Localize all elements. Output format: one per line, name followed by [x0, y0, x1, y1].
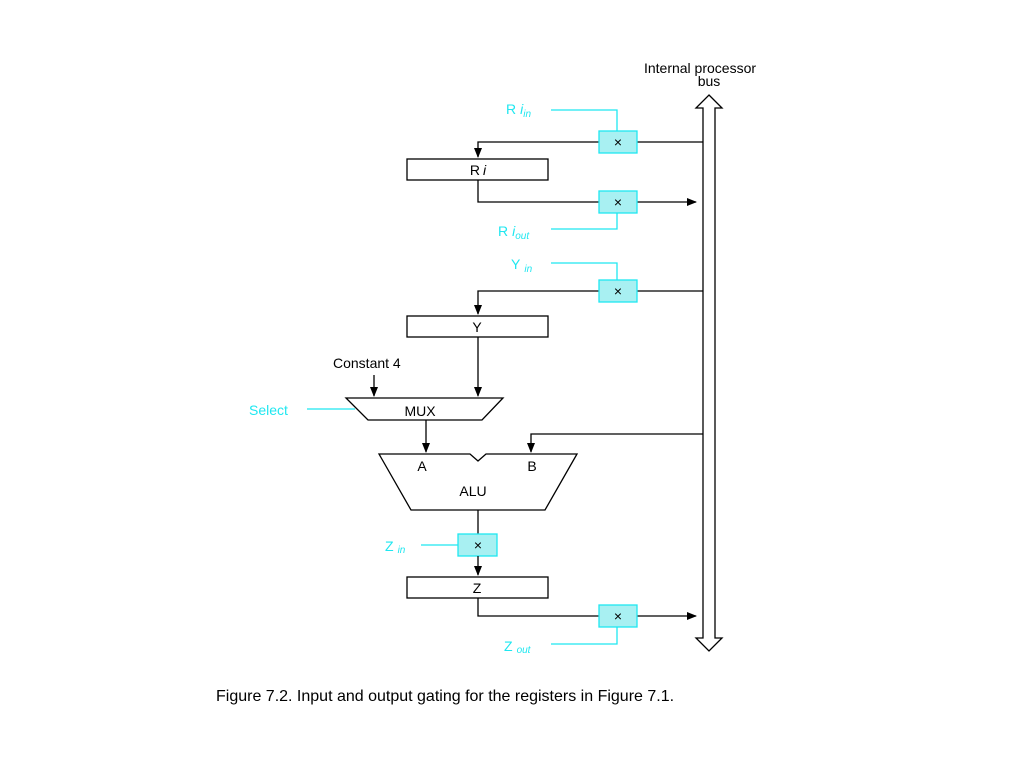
- alu-input-a-label: A: [417, 458, 427, 474]
- bus-label-line2: bus: [698, 73, 721, 89]
- ri-in-gate: ×: [598, 130, 638, 154]
- y-in-gate: ×: [598, 279, 638, 303]
- y-in-control-line: [551, 262, 618, 280]
- alu-label: ALU: [459, 483, 486, 499]
- ri-out-gate: ×: [598, 190, 638, 214]
- z-out-control-line: [551, 627, 618, 645]
- y-in-gate-symbol: ×: [614, 283, 622, 299]
- z-out-gate-symbol: ×: [614, 608, 622, 624]
- ri-out-control-line: [551, 213, 618, 230]
- alu: A B ALU: [377, 453, 579, 511]
- z-out-gate: ×: [598, 604, 638, 628]
- alu-input-b-label: B: [527, 458, 536, 474]
- figure-caption: Figure 7.2. Input and output gating for …: [216, 688, 674, 705]
- z-in-gate-symbol: ×: [474, 537, 482, 553]
- bus-to-alu-b-wire: [527, 433, 703, 453]
- select-label: Select: [249, 402, 288, 418]
- z-out-wiring: [477, 598, 697, 620]
- bus-label-line1: Internal processor: [644, 60, 756, 76]
- register-y: Y: [406, 315, 549, 338]
- constant-4-label: Constant 4: [333, 355, 401, 371]
- ri-in-control-line: [551, 109, 618, 131]
- y-in-wiring: [474, 290, 703, 315]
- ri-in-wiring: [474, 141, 703, 158]
- mux-label: MUX: [404, 403, 436, 419]
- mux: MUX: [344, 397, 505, 421]
- register-z: Z: [406, 576, 549, 599]
- register-z-label: Z: [473, 580, 482, 596]
- internal-processor-bus: [694, 94, 724, 652]
- ri-out-wiring: [477, 180, 697, 206]
- register-y-label: Y: [472, 319, 482, 335]
- ri-in-gate-symbol: ×: [614, 134, 622, 150]
- ri-out-gate-symbol: ×: [614, 194, 622, 210]
- z-in-gate: ×: [457, 533, 498, 557]
